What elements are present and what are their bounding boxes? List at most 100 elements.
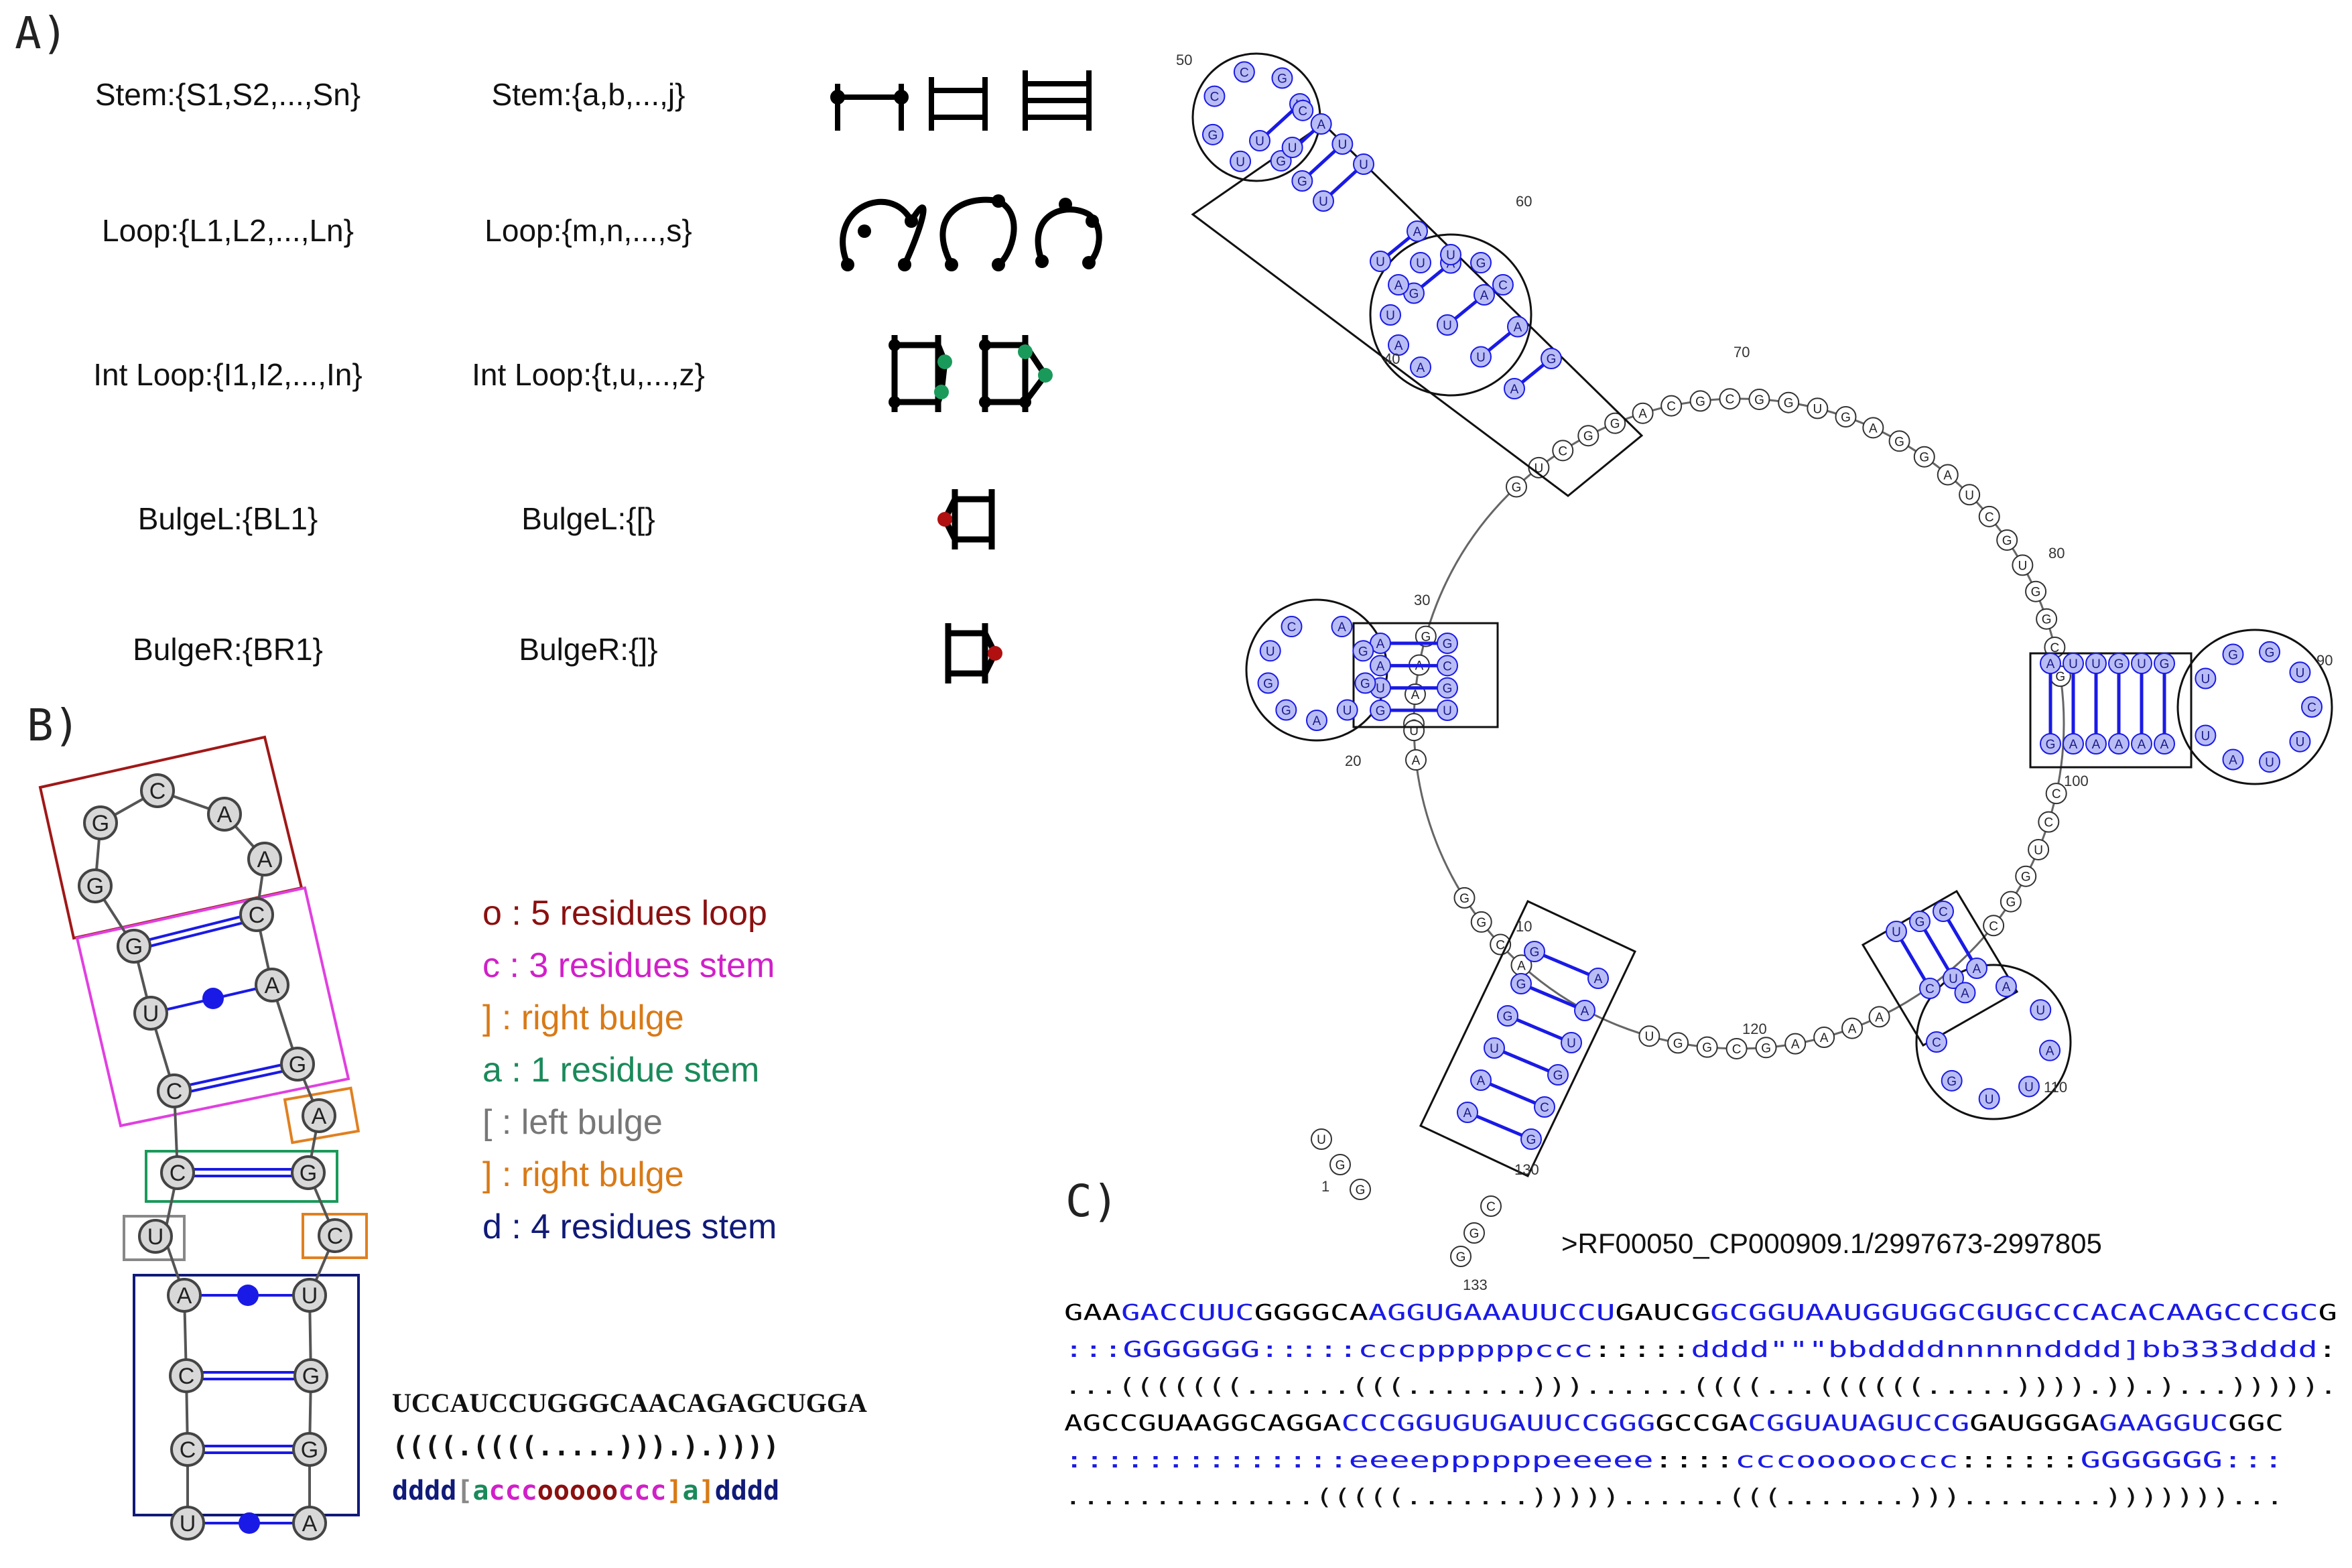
paired-nucleotide: G [1291,170,1313,192]
enc-seg: dddd [715,1476,779,1506]
unpaired-nucleotide: G [1505,476,1527,498]
svg-text:A: A [2046,1045,2054,1059]
svg-text:U: U [1359,158,1368,172]
unpaired-nucleotide: C [1480,1195,1502,1217]
enc-seg: ] [666,1476,682,1506]
svg-text:A: A [265,973,280,998]
svg-text:A: A [217,802,233,828]
paired-nucleotide: A [1966,958,1987,979]
paired-nucleotide: C [1534,1096,1555,1118]
paired-nucleotide: U [1230,150,1252,172]
unpaired-nucleotide: G [1577,425,1599,447]
block1-encoding: :::GGGGGGG:::::cccppppppccc:::::dddd"""b… [1064,1336,2337,1362]
pos-label: 80 [2048,545,2065,562]
unpaired-nucleotide: G [1748,388,1770,410]
svg-text:U: U [1949,972,1958,986]
unpaired-nucleotide: G [1778,391,1800,413]
svg-text:G: G [2031,586,2041,600]
pos-label: 110 [2044,1079,2067,1096]
svg-text:A: A [1638,407,1647,421]
svg-text:C: C [1932,1036,1941,1050]
arm-bottom-left [1419,900,1637,1177]
enc-seg: a [683,1476,699,1506]
svg-text:C: C [1210,90,1220,105]
unpaired-nucleotide: A [1841,1017,1864,1039]
legend-row-loop: Loop:{L1,L2,...,Ln} Loop:{m,n,...,s} [102,194,1102,271]
unpaired-nucleotide: U [1807,397,1829,419]
svg-text:A: A [1480,289,1489,303]
arm-top-left [1191,52,1644,497]
panel-b: B) [27,700,867,1541]
unpaired-nucleotide: G [1450,1246,1472,1267]
svg-text:G: G [1947,1075,1957,1089]
nucleotide: C [239,897,274,932]
svg-text:C: C [1725,393,1735,407]
legend-row-internal-loop: Int Loop:{I1,I2,...,In} Int Loop:{t,u,..… [93,335,1053,412]
svg-text:U: U [1644,1030,1654,1044]
svg-text:A: A [1411,688,1420,702]
paired-nucleotide: U [1437,314,1458,336]
svg-text:G: G [1547,352,1557,367]
rna-secondary-structure-plot: GAAGGUCGGACGCGGUGAGGAUCGUGGCGCCUGGCAAAAG… [1176,52,2333,1293]
base-pair-line [1520,982,1585,1012]
unpaired-nucleotide: G [1667,1032,1689,1054]
stem-box [1352,622,1499,728]
paired-nucleotide: A [1388,334,1410,356]
paired-nucleotide: A [1370,655,1391,677]
paired-nucleotide: G [2108,653,2130,674]
svg-text:U: U [1337,138,1347,152]
nucleotide: C [140,773,175,808]
svg-text:U: U [2036,1004,2045,1018]
nucleotide: G [83,805,118,840]
unpaired-nucleotide: C [1978,505,2000,527]
paired-nucleotide: G [1437,677,1458,699]
paired-nucleotide: G [1403,282,1425,304]
legend-left-bulge: [ : left bulge [482,1103,663,1142]
paired-nucleotide: U [1313,190,1334,212]
svg-text:G: G [2160,657,2170,671]
hairpin-strings: UCCAUCCUGGGCAACAGAGCUGGA ((((.((((.....)… [392,1388,867,1506]
svg-text:G: G [1894,435,1904,449]
paired-nucleotide: C [1933,901,1954,922]
svg-text:U: U [1343,704,1352,718]
svg-text:G: G [1443,637,1453,651]
svg-text:G: G [1516,978,1526,992]
svg-text:G: G [2021,870,2031,885]
svg-text:G: G [1503,1010,1513,1024]
paired-nucleotide: A [2222,748,2244,771]
pos-label: 100 [2064,773,2089,789]
base-pair-line [1534,950,1599,980]
bulge-right-letter-label: BulgeR:{]} [519,632,657,667]
pos-label: 133 [1463,1277,1488,1293]
svg-text:G: G [1754,393,1764,407]
bulge-right-box-bottom [302,1213,368,1259]
svg-text:G: G [302,1364,320,1389]
svg-text:A: A [312,1104,327,1129]
unpaired-nucleotide: G [1835,405,1857,428]
unpaired-nucleotide: C [1552,440,1574,462]
stem-letter-label: Stem:{a,b,...,j} [492,77,685,112]
svg-text:A: A [1412,754,1421,768]
svg-text:A: A [1791,1038,1800,1052]
hairpin-sequence: UCCAUCCUGGGCAACAGAGCUGGA [392,1388,867,1418]
pos-label: 10 [1516,918,1532,935]
unpaired-nucleotide: G [1888,430,1910,452]
paired-nucleotide: G [1352,640,1374,662]
nucleotide: G [292,1432,327,1467]
svg-text:G: G [1276,155,1286,169]
svg-text:G: G [2046,738,2056,752]
svg-text:G: G [1358,645,1368,659]
paired-nucleotide: G [1437,633,1458,654]
stem-box [1191,123,1644,497]
paired-nucleotide: U [2063,653,2084,674]
unpaired-nucleotide: G [1755,1037,1777,1059]
pos-label: 20 [1345,753,1361,769]
panel-a-label: A) [15,7,68,59]
nucleotide: G [293,1358,328,1393]
svg-text:G: G [1409,287,1419,302]
svg-text:C: C [2052,787,2061,801]
nucleotide: C [160,1155,195,1190]
svg-text:U: U [1376,682,1385,696]
paired-nucleotide: U [1370,251,1391,272]
